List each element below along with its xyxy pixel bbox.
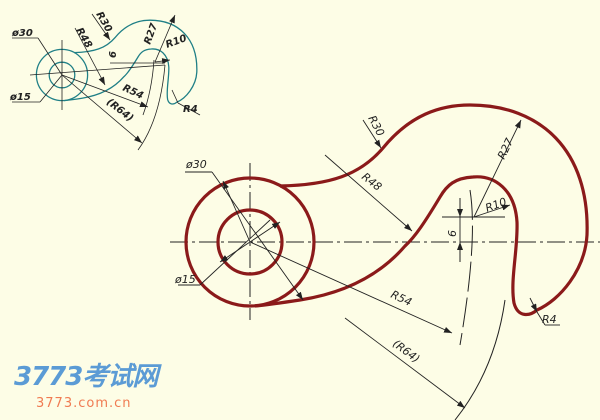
label-r64: (R64) [390,337,422,366]
label-r30: R30 [365,113,387,138]
thumb-label-d30: ø30 [11,28,33,39]
thumb-label-r4: R4 [183,104,198,115]
thumbnail-drawing: ø30 ø15 R30 R48 R27 R10 R54 (R64) R4 6 [9,10,201,151]
thumb-label-d15: ø15 [9,92,31,103]
label-d30: ø30 [185,158,207,171]
part-outline [184,103,589,317]
dimension-lines [178,119,560,409]
label-6: 6 [446,230,459,237]
label-r10: R10 [484,195,509,215]
label-r27: R27 [495,136,516,161]
thumb-label-r48: R48 [73,26,93,50]
thumb-label-r54: R54 [121,83,145,102]
thumb-label-r30: R30 [93,10,113,34]
center-lines [170,163,600,420]
watermark-logo: 3773考试网 [14,362,158,392]
thumbnail-dimensions [12,13,201,151]
main-drawing: ø30 ø15 R30 R48 R27 R10 R54 (R64) R4 6 [170,103,600,420]
label-d15: ø15 [174,273,196,286]
label-r4: R4 [542,313,557,326]
thumb-label-6: 6 [108,51,119,58]
thumb-label-r27: R27 [142,22,160,46]
thumb-label-r10: R10 [164,33,188,51]
label-r48: R48 [359,170,384,194]
watermark-url: 3773.com.cn [36,396,132,411]
